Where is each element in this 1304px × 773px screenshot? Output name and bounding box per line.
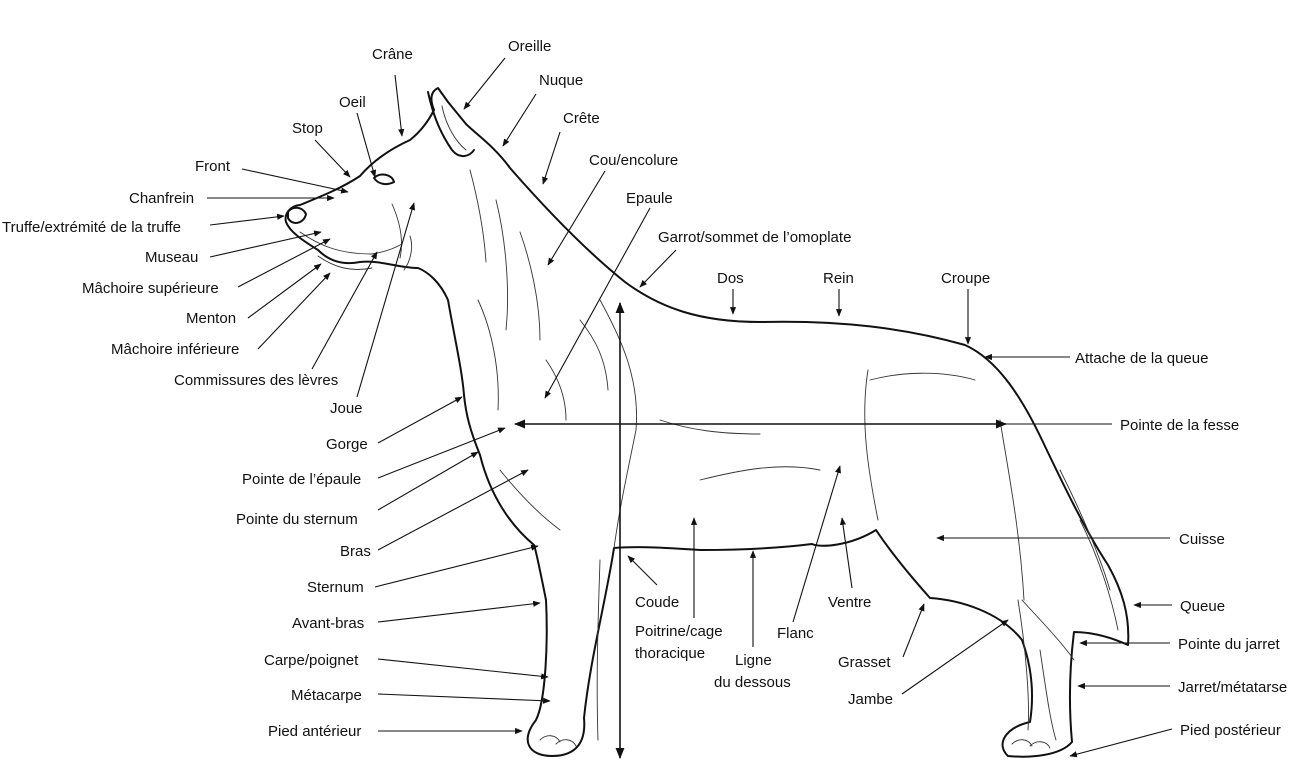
dog-eye: [373, 173, 395, 186]
label-metacarpe: Métacarpe: [291, 687, 362, 704]
label-ligne-line2: du dessous: [714, 674, 791, 691]
label-croupe: Croupe: [941, 270, 990, 287]
label-machoire-sup: Mâchoire supérieure: [82, 280, 219, 297]
label-pied-post: Pied postérieur: [1180, 722, 1281, 739]
label-nuque: Nuque: [539, 72, 583, 89]
label-pied-ant: Pied antérieur: [268, 723, 361, 740]
label-joue: Joue: [330, 400, 363, 417]
label-pointe-sternum: Pointe du sternum: [236, 511, 358, 528]
label-bras: Bras: [340, 543, 371, 560]
label-museau: Museau: [145, 249, 198, 266]
measurement-lines: [513, 301, 1008, 760]
label-epaule: Epaule: [626, 190, 673, 207]
dog-ear-back: [427, 91, 475, 157]
label-jambe: Jambe: [848, 691, 893, 708]
label-gorge: Gorge: [326, 436, 368, 453]
label-attache-queue: Attache de la queue: [1075, 350, 1208, 367]
label-grasset: Grasset: [838, 654, 891, 671]
label-carpe: Carpe/poignet: [264, 652, 359, 669]
label-stop: Stop: [292, 120, 323, 137]
label-crete: Crête: [563, 110, 600, 127]
label-menton: Menton: [186, 310, 236, 327]
label-oreille: Oreille: [508, 38, 551, 55]
label-machoire-inf: Mâchoire inférieure: [111, 341, 239, 358]
labels: Crâne Oreille Nuque Crête Oeil Stop Fron…: [2, 38, 1287, 740]
leader-lines: [207, 57, 1173, 758]
label-pointe-jarret: Pointe du jarret: [1178, 636, 1281, 653]
label-ligne-line1: Ligne: [735, 652, 772, 669]
label-rein: Rein: [823, 270, 854, 287]
label-queue: Queue: [1180, 598, 1225, 615]
dog-outline: [284, 87, 1130, 758]
label-coude: Coude: [635, 594, 679, 611]
label-garrot: Garrot/sommet de l’omoplate: [658, 229, 851, 246]
label-sternum: Sternum: [307, 579, 364, 596]
label-front: Front: [195, 158, 231, 175]
label-dos: Dos: [717, 270, 744, 287]
label-flanc: Flanc: [777, 625, 814, 642]
label-cou: Cou/encolure: [589, 152, 678, 169]
label-poitrine-line2: thoracique: [635, 645, 705, 662]
dog-illustration: [284, 87, 1130, 758]
label-ventre: Ventre: [828, 594, 871, 611]
label-truffe: Truffe/extrémité de la truffe: [2, 219, 181, 236]
label-oeil: Oeil: [339, 94, 366, 111]
label-pointe-fesse: Pointe de la fesse: [1120, 417, 1239, 434]
label-pointe-epaule: Pointe de l’épaule: [242, 471, 361, 488]
label-chanfrein: Chanfrein: [129, 190, 194, 207]
label-jarret: Jarret/métatarse: [1178, 679, 1287, 696]
label-avant-bras: Avant-bras: [292, 615, 364, 632]
label-commissures: Commissures des lèvres: [174, 372, 338, 389]
dog-nose: [287, 206, 307, 224]
label-crane: Crâne: [372, 46, 413, 63]
label-cuisse: Cuisse: [1179, 531, 1225, 548]
label-poitrine-line1: Poitrine/cage: [635, 623, 723, 640]
